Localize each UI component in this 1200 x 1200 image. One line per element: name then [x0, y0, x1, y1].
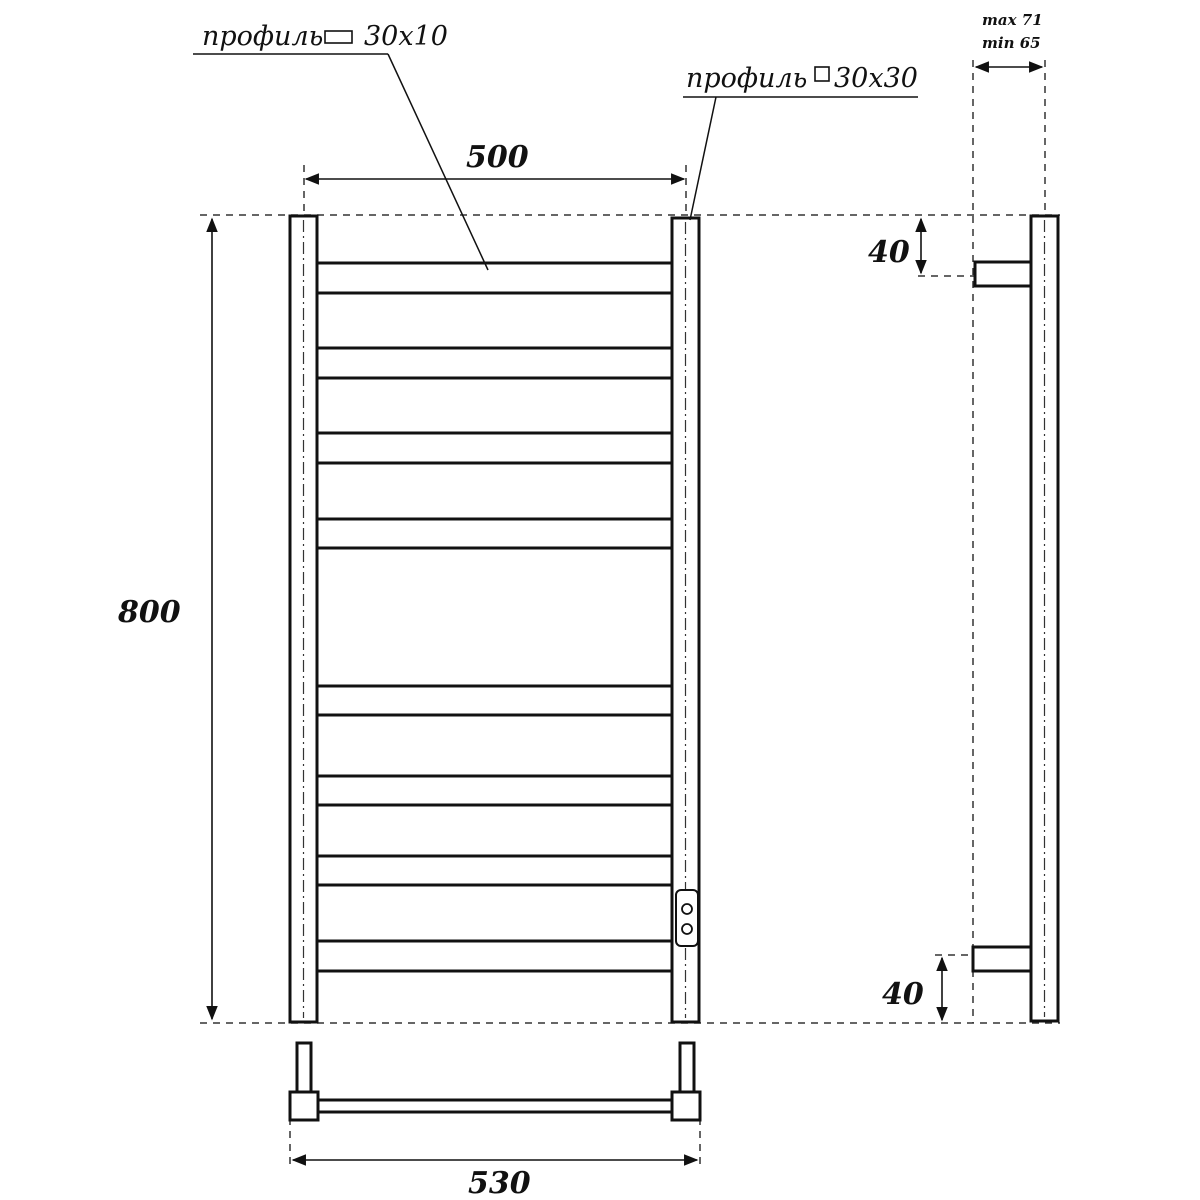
- wall-distance-max-label: max 71: [982, 11, 1043, 29]
- wall-distance-min-label: min 65: [982, 34, 1041, 52]
- crossbar: [315, 517, 674, 550]
- dim-500-label: 500: [466, 140, 529, 175]
- left-post: [288, 214, 319, 1024]
- wall-bracket-bottom: [971, 945, 1033, 973]
- crossbars: [315, 261, 674, 973]
- profile-post-label: профиль: [686, 63, 807, 94]
- crossbar: [315, 261, 674, 295]
- bottom-view: [288, 1041, 702, 1122]
- profile-bar-size: 30x10: [364, 21, 448, 52]
- wall-bracket-top: [973, 260, 1033, 288]
- crossbar: [315, 854, 674, 887]
- dim-40-top-label: 40: [868, 235, 910, 270]
- crossbar: [315, 431, 674, 465]
- power-switch: [675, 889, 699, 947]
- right-post: [670, 216, 701, 1024]
- side-view: [971, 214, 1060, 1023]
- dimension-lines: [206, 61, 1044, 1166]
- profile-post-size: 30x30: [834, 63, 918, 94]
- profile-bar-label: профиль: [202, 21, 323, 52]
- leader-lines: [193, 53, 918, 271]
- dim-800-label: 800: [117, 595, 181, 630]
- crossbar: [315, 346, 674, 380]
- extension-lines: [200, 60, 1060, 1170]
- dim-40-bottom-label: 40: [882, 977, 924, 1012]
- dim-530-label: 530: [468, 1166, 531, 1200]
- crossbar: [315, 774, 674, 807]
- crossbar: [315, 939, 674, 973]
- rect-profile-icon: [324, 30, 353, 44]
- square-profile-icon: [814, 66, 830, 82]
- crossbar: [315, 684, 674, 717]
